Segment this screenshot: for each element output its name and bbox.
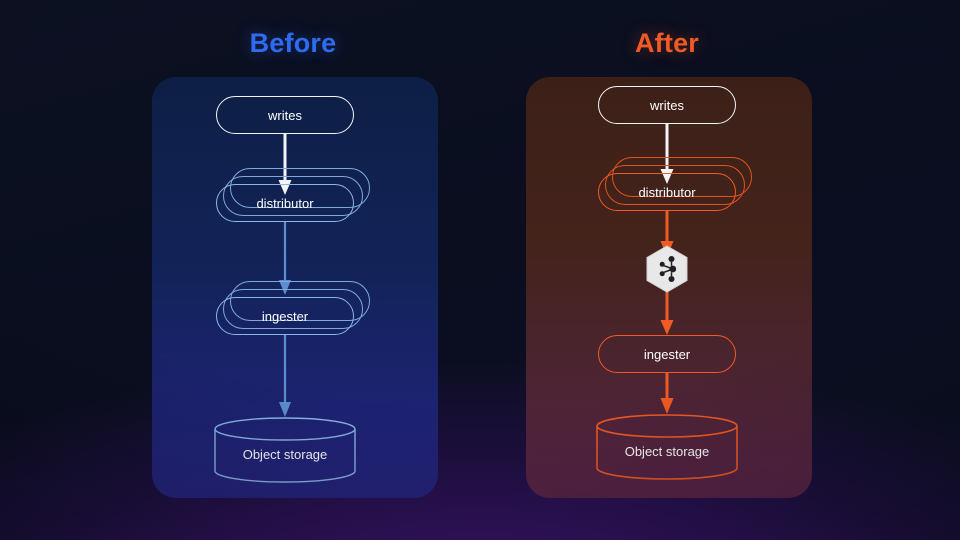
after-title: After — [634, 28, 699, 58]
before-node-object-storage[interactable]: Object storage — [214, 417, 356, 483]
before-ingester-label: ingester — [261, 308, 309, 324]
after-diagram: writes distributor — [526, 77, 812, 498]
after-panel: writes distributor — [526, 77, 812, 498]
before-object-storage-label: Object storage — [242, 447, 328, 462]
before-node-ingester[interactable]: ingester — [216, 281, 376, 335]
after-writes-label: writes — [650, 97, 684, 113]
arrowhead-kafka-to-ingester — [660, 320, 674, 335]
before-node-writes[interactable]: writes — [216, 96, 354, 134]
arrowhead-ingester-to-storage — [279, 402, 291, 417]
after-node-distributor[interactable]: distributor — [598, 157, 758, 211]
before-writes-label: writes — [268, 107, 302, 123]
after-node-writes[interactable]: writes — [598, 86, 736, 124]
before-diagram: writes distributor ingester — [152, 77, 438, 498]
before-column: Before writes — [143, 0, 443, 540]
after-node-ingester[interactable]: ingester — [598, 335, 736, 373]
before-ingester-primary[interactable]: ingester — [216, 297, 354, 335]
arrowhead-ingester-to-storage — [660, 398, 674, 414]
before-panel: writes distributor ingester — [152, 77, 438, 498]
before-node-distributor[interactable]: distributor — [216, 168, 376, 222]
after-node-object-storage[interactable]: Object storage — [596, 414, 738, 480]
after-distributor-primary[interactable]: distributor — [598, 173, 736, 211]
after-ingester-label: ingester — [643, 346, 691, 362]
before-distributor-primary[interactable]: distributor — [216, 184, 354, 222]
before-distributor-label: distributor — [256, 195, 314, 211]
before-title: Before — [249, 28, 337, 58]
after-distributor-label: distributor — [638, 184, 696, 200]
after-object-storage-label: Object storage — [624, 444, 710, 459]
after-column: After — [517, 0, 817, 540]
kafka-hexagon-icon[interactable] — [645, 245, 689, 293]
